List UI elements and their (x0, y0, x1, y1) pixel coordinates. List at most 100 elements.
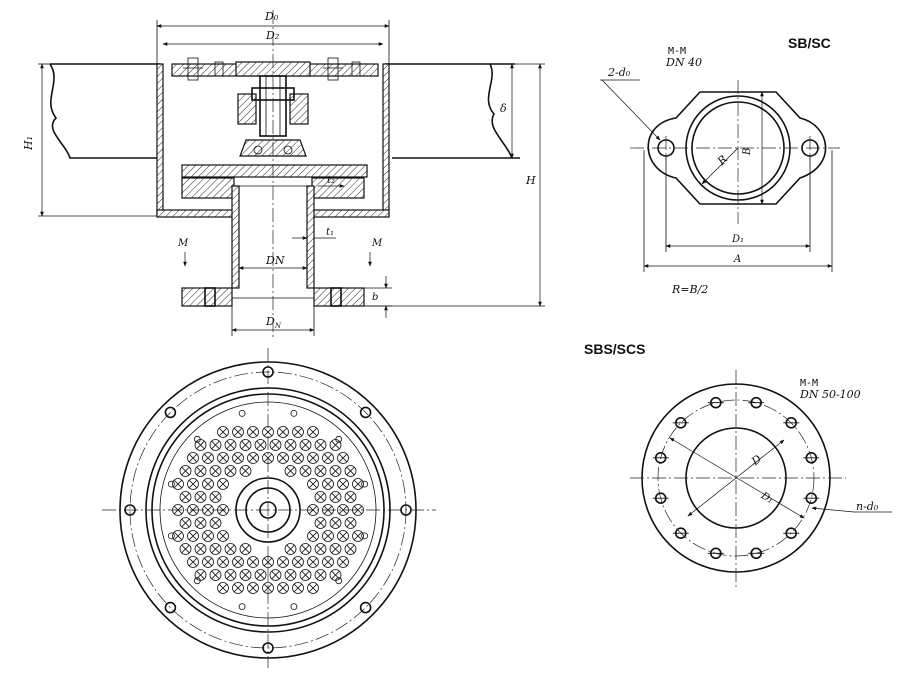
dn-outer-sub: N (274, 322, 282, 330)
perforation-hole (284, 569, 297, 581)
flange-bolt-hole (359, 601, 372, 614)
perforation-hole (224, 465, 237, 477)
flange-bolt-hole (164, 406, 177, 419)
h1-label: H₁ (22, 136, 35, 151)
perforation-hole (194, 517, 207, 529)
perforation-hole (344, 491, 357, 503)
perforation-hole (209, 543, 222, 555)
cover-bolt (361, 532, 369, 540)
perforation-hole (217, 478, 229, 490)
perforation-hole (307, 582, 319, 594)
sbs-bolt-hole (803, 451, 820, 464)
sbs-scs-section-label: M-M (800, 378, 818, 389)
perforation-hole (172, 530, 184, 542)
perforation-hole (232, 556, 244, 568)
perforation-hole (217, 504, 229, 516)
flange-bolt-hole (164, 601, 177, 614)
perforation-hole (307, 504, 319, 516)
perforation-hole (344, 517, 357, 529)
plan-view (102, 348, 436, 668)
sbs-bolt-hole (672, 416, 689, 429)
perforation-hole (172, 478, 184, 490)
perforation-hole (187, 556, 199, 568)
perforation-hole (329, 491, 342, 503)
perforation-hole (307, 556, 319, 568)
perforation-hole (172, 504, 184, 516)
flange-bolt-hole (359, 406, 372, 419)
perforation-hole (187, 452, 199, 464)
perforation-hole (217, 582, 229, 594)
perforation-hole (299, 465, 312, 477)
perforation-hole (352, 530, 364, 542)
h-label: H (525, 174, 536, 187)
perforation-hole (307, 452, 319, 464)
perforation-hole (314, 439, 327, 451)
perforation-hole (187, 530, 199, 542)
perforation-hole (277, 452, 289, 464)
section-view: D₀ D₂ (22, 10, 545, 340)
m-left-label: M (177, 238, 189, 249)
dn-label: DN (265, 254, 285, 267)
perforation-hole (344, 543, 357, 555)
perforation-hole (314, 543, 327, 555)
perforation-hole (322, 556, 334, 568)
delta-label: δ (500, 102, 507, 115)
perforation-hole (292, 556, 304, 568)
perforation-hole (262, 426, 274, 438)
perforation-hole (284, 439, 297, 451)
perforation-hole (254, 439, 267, 451)
perforation-hole (352, 504, 364, 516)
perforation-hole (314, 569, 327, 581)
perforation-hole (232, 582, 244, 594)
b-label: b (372, 292, 378, 303)
perforation-hole (277, 556, 289, 568)
perforation-hole (247, 556, 259, 568)
perforation-hole (292, 452, 304, 464)
dn-outer-label: DN (265, 315, 282, 330)
perforation-hole (217, 530, 229, 542)
perforation-hole (224, 543, 237, 555)
perforation-hole (187, 478, 199, 490)
sbs-scs-view: SBS/SCS M-M DN 50-100 D D₁ n-d₀ (584, 341, 892, 590)
perforation-hole (239, 569, 252, 581)
sb-sc-title: SB/SC (788, 35, 831, 51)
cover-bolt (238, 603, 246, 610)
perforation-hole (314, 517, 327, 529)
perforation-hole (202, 452, 214, 464)
perforation-hole (209, 517, 222, 529)
perforation-hole (337, 530, 349, 542)
sb-sc-b-label: B (742, 148, 753, 156)
flange-bolt-hole (262, 366, 274, 378)
perforation-hole (337, 452, 349, 464)
sbs-bolt-hole (803, 492, 820, 505)
cover-bolt (238, 409, 246, 417)
perforation-hole (307, 426, 319, 438)
sbs-bolt-hole (748, 396, 765, 409)
perforation-hole (209, 569, 222, 581)
perforation-hole (247, 426, 259, 438)
cover-bolt (290, 603, 298, 610)
perforation-hole (179, 543, 192, 555)
sbs-bolt-hole (672, 527, 689, 540)
perforation-hole (352, 478, 364, 490)
perforation-hole (217, 426, 229, 438)
perforation-hole (329, 439, 342, 451)
perforation-hole (314, 465, 327, 477)
perforation-hole (224, 439, 237, 451)
perforation-hole (202, 530, 214, 542)
sbs-bolt-hole (748, 547, 765, 560)
sbs-bolt-hole (707, 396, 724, 409)
perforation-hole (344, 465, 357, 477)
perforation-hole (179, 517, 192, 529)
perforation-hole (239, 439, 252, 451)
d0-label: D₀ (264, 10, 279, 23)
perforation-hole (329, 465, 342, 477)
sbs-bolt-hole (652, 451, 669, 464)
perforation-hole (307, 530, 319, 542)
flange-bolt-hole (262, 642, 274, 654)
perforation-hole (262, 582, 274, 594)
d2-label: D₂ (265, 29, 279, 42)
perforation-hole (337, 504, 349, 516)
sb-sc-note: R=B/2 (671, 283, 708, 296)
perforation-hole (299, 569, 312, 581)
